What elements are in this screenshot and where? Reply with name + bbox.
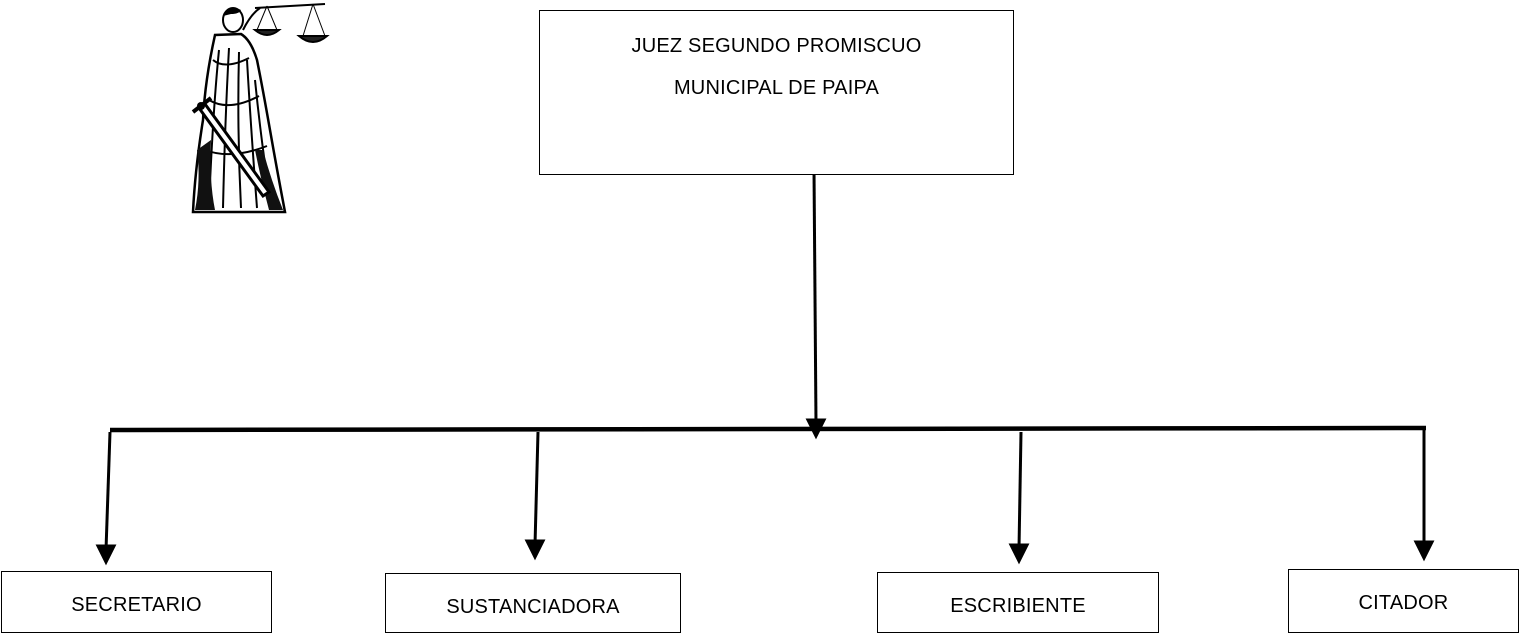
node-sustanciadora-label: SUSTANCIADORA: [446, 596, 620, 618]
node-escribiente-label: ESCRIBIENTE: [950, 595, 1086, 617]
node-juez-title-line2: MUNICIPAL DE PAIPA: [673, 77, 880, 99]
node-citador: CITADOR: [1288, 569, 1519, 633]
connector-escribiente: [1017, 431, 1023, 550]
node-escribiente: ESCRIBIENTE: [877, 572, 1159, 633]
connector-main: [812, 169, 818, 425]
node-secretario: SECRETARIO: [1, 571, 272, 633]
node-juez: JUEZ SEGUNDO PROMISCUO MUNICIPAL DE PAIP…: [539, 10, 1014, 175]
connector-sustanciadora: [533, 431, 540, 546]
connector-secretario: [104, 431, 112, 551]
horizontal-bus-line: [109, 425, 1427, 433]
node-secretario-label: SECRETARIO: [71, 594, 202, 616]
lady-justice-icon: [191, 3, 330, 214]
node-juez-title-line1: JUEZ SEGUNDO PROMISCUO: [631, 35, 922, 57]
node-sustanciadora: SUSTANCIADORA: [385, 573, 681, 633]
node-citador-label: CITADOR: [1358, 592, 1449, 614]
